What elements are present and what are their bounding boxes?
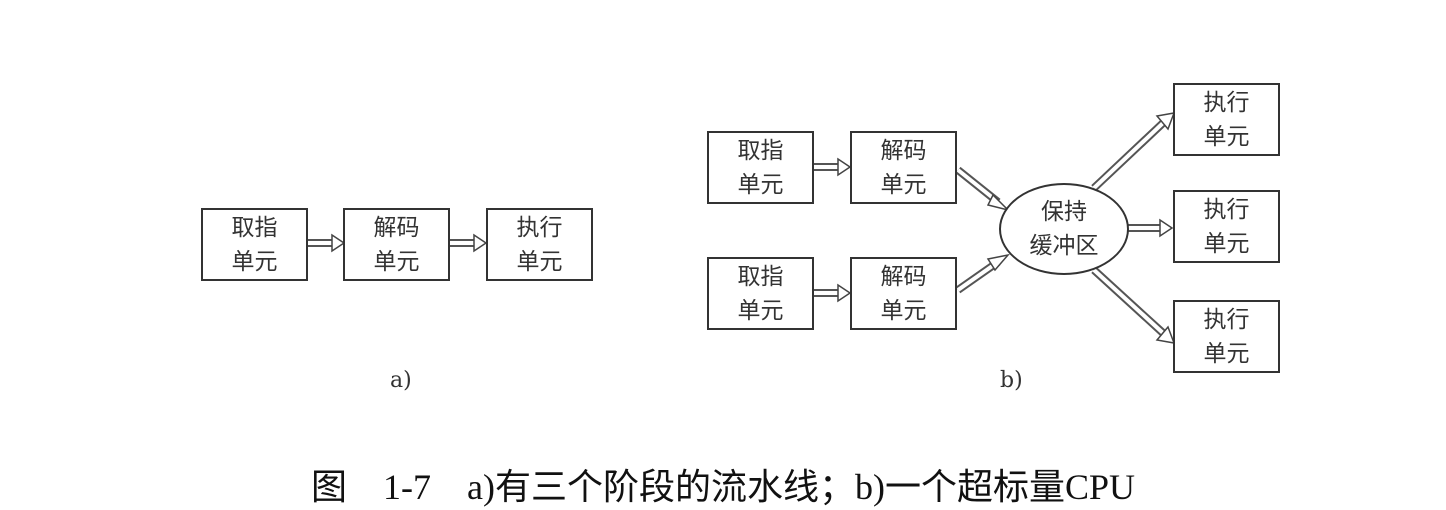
b-decode1-line1: 解码 <box>880 137 927 164</box>
b-fetch-unit-2: 取指 单元 <box>707 257 814 330</box>
arrow-b-fetch1-decode1 <box>812 157 852 177</box>
a-fetch-line1: 取指 <box>231 214 278 241</box>
b-exec3-line2: 单元 <box>1203 340 1250 367</box>
b-execute-unit-1: 执行 单元 <box>1173 83 1280 156</box>
b-fetch2-line1: 取指 <box>737 263 784 290</box>
a-decode-line2: 单元 <box>373 248 420 275</box>
b-decode1-line2: 单元 <box>880 171 927 198</box>
arrow-b-decode1-buffer <box>955 166 1011 212</box>
figure-caption: 图 1-7 a)有三个阶段的流水线；b)一个超标量CPU <box>311 467 1135 507</box>
b-exec2-line2: 单元 <box>1203 230 1250 257</box>
a-fetch-unit: 取指 单元 <box>201 208 308 281</box>
b-fetch-unit-1: 取指 单元 <box>707 131 814 204</box>
a-execute-line1: 执行 <box>516 214 563 241</box>
a-sublabel: a) <box>390 368 412 393</box>
arrow-a-decode-execute <box>449 233 488 253</box>
arrow-b-buffer-exec1 <box>1091 112 1176 191</box>
arrow-b-buffer-exec3 <box>1091 267 1176 344</box>
b-execute-unit-3: 执行 单元 <box>1173 300 1280 373</box>
a-execute-line2: 单元 <box>516 248 563 275</box>
b-decode-unit-1: 解码 单元 <box>850 131 957 204</box>
b-exec3-line1: 执行 <box>1203 306 1250 333</box>
b-sublabel: b) <box>1000 368 1023 393</box>
arrow-b-decode2-buffer <box>955 253 1011 294</box>
b-exec1-line2: 单元 <box>1203 123 1250 150</box>
b-decode2-line1: 解码 <box>880 263 927 290</box>
a-decode-unit: 解码 单元 <box>343 208 450 281</box>
b-exec1-line1: 执行 <box>1203 89 1250 116</box>
b-buffer-line1: 保持 <box>1041 199 1087 225</box>
arrow-a-fetch-decode <box>307 233 346 253</box>
b-exec2-line1: 执行 <box>1203 196 1250 223</box>
b-holding-buffer: 保持 缓冲区 <box>999 183 1129 275</box>
b-decode2-line2: 单元 <box>880 297 927 324</box>
a-execute-unit: 执行 单元 <box>486 208 593 281</box>
a-fetch-line2: 单元 <box>231 248 278 275</box>
b-fetch2-line2: 单元 <box>737 297 784 324</box>
b-fetch1-line2: 单元 <box>737 171 784 198</box>
arrow-b-fetch2-decode2 <box>812 283 852 303</box>
b-decode-unit-2: 解码 单元 <box>850 257 957 330</box>
b-execute-unit-2: 执行 单元 <box>1173 190 1280 263</box>
b-fetch1-line1: 取指 <box>737 137 784 164</box>
a-decode-line1: 解码 <box>373 214 420 241</box>
arrow-b-buffer-exec2 <box>1128 218 1174 238</box>
b-buffer-line2: 缓冲区 <box>1029 233 1099 259</box>
